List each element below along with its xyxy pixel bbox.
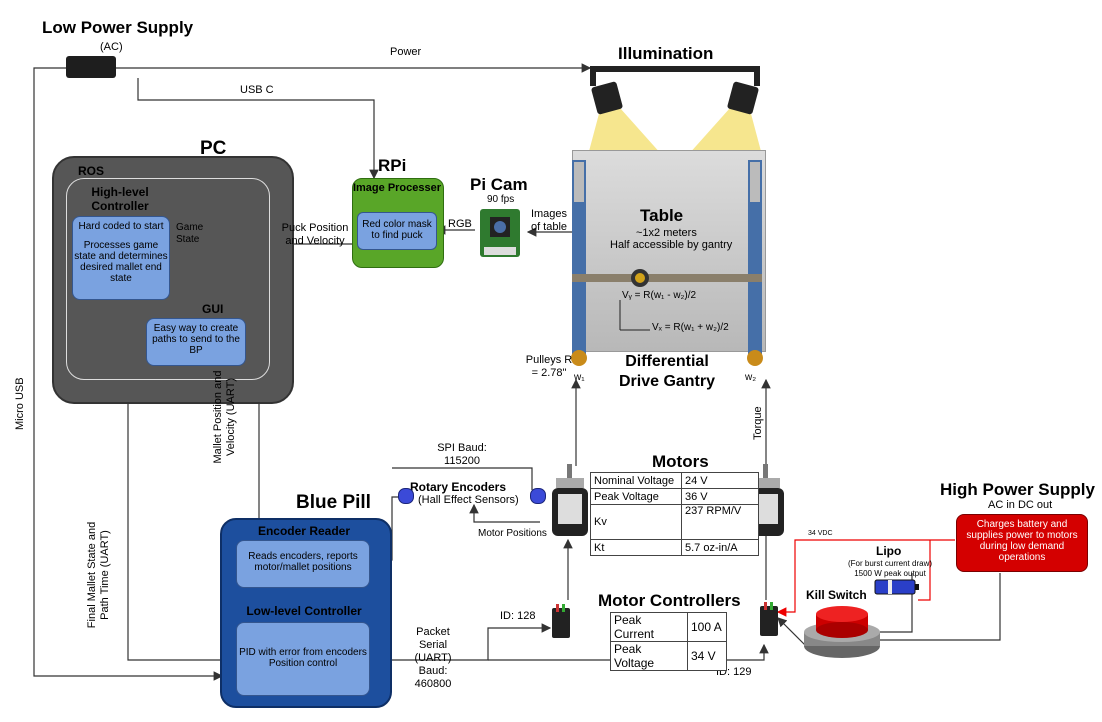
low-power-supply-subtitle: (AC) xyxy=(100,41,123,53)
pc-title: PC xyxy=(200,138,227,159)
low-power-supply-block xyxy=(66,56,116,78)
low-level-controller-title: Low-level Controller xyxy=(246,604,362,618)
kill-switch-title: Kill Switch xyxy=(806,588,867,602)
ros-block xyxy=(66,178,270,380)
gui-title: GUI xyxy=(202,302,224,316)
mallet-position-edge-label: Mallet Position and Velocity (UART) xyxy=(212,370,237,464)
kill-switch-icon[interactable] xyxy=(802,604,882,660)
hlc-text-1: Hard coded to start xyxy=(78,221,164,232)
high-level-controller-block: Hard coded to start Processes game state… xyxy=(72,216,170,300)
table-cell: 24 V xyxy=(681,472,759,489)
pi-cam-title: Pi Cam xyxy=(470,175,528,194)
motor-controllers-title: Motor Controllers xyxy=(598,591,741,610)
vdc-edge-label: 34 VDC xyxy=(808,530,833,537)
table-cell: 36 V xyxy=(681,488,759,505)
lipo-subtitle-2: 1500 W peak output xyxy=(854,569,926,578)
illumination-lights-icon xyxy=(588,66,762,155)
table-cell: Peak Voltage xyxy=(610,641,688,671)
hlc-text-2: Processes game state and determines desi… xyxy=(74,240,168,284)
final-mallet-state-edge-label: Final Mallet State and Path Time (UART) xyxy=(86,521,111,629)
motor-controller-left-icon xyxy=(552,604,570,638)
differential-drive-gantry-title: Differential Drive Gantry xyxy=(618,353,716,390)
table-cell: Kv xyxy=(590,504,682,540)
pi-cam-icon xyxy=(480,209,520,257)
table-size: ~1x2 meters xyxy=(636,227,697,239)
image-processer-block: Red color mask to find puck xyxy=(357,212,437,250)
blue-pill-title: Blue Pill xyxy=(296,492,371,513)
vy-equation: Vᵧ = R(w₁ - w₂)/2 xyxy=(622,290,697,301)
high-power-supply-subtitle: AC in DC out xyxy=(988,499,1053,511)
encoder-reader-title: Encoder Reader xyxy=(257,524,351,538)
table-cell: 5.7 oz-in/A xyxy=(681,539,759,556)
id-128-label: ID: 128 xyxy=(500,610,536,622)
rpi-title: RPi xyxy=(378,156,407,175)
encoder-left-icon xyxy=(398,488,414,504)
high-level-controller-title: High-level Controller xyxy=(91,185,149,213)
lipo-title: Lipo xyxy=(876,544,902,558)
pulleys-label: Pulleys R = 2.78" xyxy=(525,354,573,379)
table-access: Half accessible by gantry xyxy=(610,239,733,251)
table-cell: 100 A xyxy=(687,612,727,642)
table-cell: Peak Voltage xyxy=(590,488,682,505)
encoder-right-icon xyxy=(530,488,546,504)
lipo-subtitle-1: (For burst current draw) xyxy=(847,559,933,568)
power-edge-label: Power xyxy=(390,46,422,58)
rotary-encoders-title: Rotary Encoders xyxy=(410,480,507,494)
packet-serial-edge-label: Packet Serial (UART) Baud: 460800 xyxy=(414,626,452,690)
motor-left-icon xyxy=(552,464,588,536)
lipo-battery-icon xyxy=(874,579,919,595)
encoder-reader-block: Reads encoders, reports motor/mallet pos… xyxy=(236,540,370,588)
micro-usb-edge-label: Micro USB xyxy=(14,377,26,430)
table-cell: Nominal Voltage xyxy=(590,472,682,489)
table-cell: Kt xyxy=(590,539,682,556)
motor-positions-edge-label: Motor Positions xyxy=(478,528,547,539)
ros-title: ROS xyxy=(78,164,105,178)
gui-block: Easy way to create paths to send to the … xyxy=(146,318,246,366)
high-power-supply-block: Charges battery and supplies power to mo… xyxy=(956,514,1088,572)
table-cell: Peak Current xyxy=(610,612,688,642)
table-cell: 237 RPM/V xyxy=(681,504,759,540)
pi-cam-fps: 90 fps xyxy=(487,194,515,205)
w1-label: w₁ xyxy=(574,372,585,383)
images-edge-label: Images of table xyxy=(530,208,568,233)
illumination-title: Illumination xyxy=(618,44,714,63)
usb-c-edge-label: USB C xyxy=(240,84,274,96)
w2-label: w₂ xyxy=(745,372,757,383)
spi-edge-label: SPI Baud: 115200 xyxy=(437,442,487,467)
rgb-edge-label: RGB xyxy=(448,218,472,230)
motors-title: Motors xyxy=(652,452,709,471)
rotary-encoders-subtitle: (Hall Effect Sensors) xyxy=(418,494,519,506)
table-block xyxy=(572,150,766,352)
motor-controller-right-icon xyxy=(760,602,778,636)
high-power-supply-title: High Power Supply xyxy=(940,480,1095,499)
low-power-supply-title: Low Power Supply xyxy=(42,18,194,37)
torque-edge-label: Torque xyxy=(752,406,764,440)
table-title: Table xyxy=(640,206,684,225)
vx-equation: Vₓ = R(w₁ + w₂)/2 xyxy=(652,322,729,333)
gantry-rails-icon xyxy=(571,160,763,366)
game-state-edge-label: Game State xyxy=(176,222,204,245)
table-cell: 34 V xyxy=(687,641,727,671)
low-level-controller-block: PID with error from encoders Position co… xyxy=(236,622,370,696)
image-processer-title: Image Processer xyxy=(352,182,442,194)
puck-position-edge-label: Puck Position and Velocity xyxy=(281,222,349,247)
